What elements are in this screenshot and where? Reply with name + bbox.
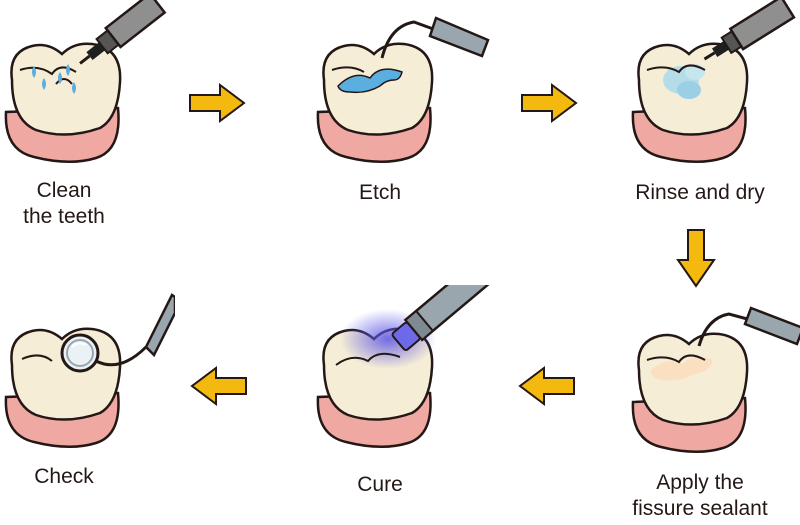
arrow-right-icon bbox=[189, 83, 246, 123]
arrow-left-icon bbox=[190, 366, 247, 406]
tooth-sealant-illustration bbox=[631, 306, 800, 453]
tooth-rinse-illustration bbox=[631, 0, 796, 163]
step-apply-sealant bbox=[625, 290, 800, 465]
tooth-cure-illustration bbox=[316, 285, 490, 448]
step-rinse bbox=[625, 0, 796, 175]
etch-probe-icon bbox=[380, 16, 490, 59]
step-label-check: Check bbox=[34, 465, 94, 488]
step-clean bbox=[0, 0, 167, 175]
step-label-rinse: Rinse and dry bbox=[635, 181, 765, 204]
air-syringe-icon bbox=[703, 0, 796, 61]
step-check bbox=[0, 285, 175, 460]
air-spray-icon bbox=[663, 64, 705, 99]
step-cure bbox=[310, 285, 490, 460]
step-label-apply-sealant: Apply the fissure sealant bbox=[632, 471, 768, 520]
step-label-etch: Etch bbox=[358, 181, 402, 204]
water-syringe-icon bbox=[79, 0, 167, 65]
step-label-cure: Cure bbox=[357, 473, 403, 496]
arrow-left-icon bbox=[518, 366, 575, 406]
tooth-etch-illustration bbox=[316, 16, 490, 163]
sealant-probe-icon bbox=[697, 306, 800, 347]
tooth-check-illustration bbox=[4, 293, 175, 448]
curing-light-icon bbox=[391, 285, 490, 351]
dental-mirror-icon bbox=[60, 293, 175, 373]
step-etch bbox=[310, 0, 490, 175]
arrow-right-icon bbox=[521, 83, 578, 123]
tooth-clean-illustration bbox=[4, 0, 167, 163]
water-spray-icon bbox=[32, 64, 76, 94]
step-label-clean: Clean the teeth bbox=[23, 179, 105, 228]
arrow-down-icon bbox=[676, 229, 716, 288]
